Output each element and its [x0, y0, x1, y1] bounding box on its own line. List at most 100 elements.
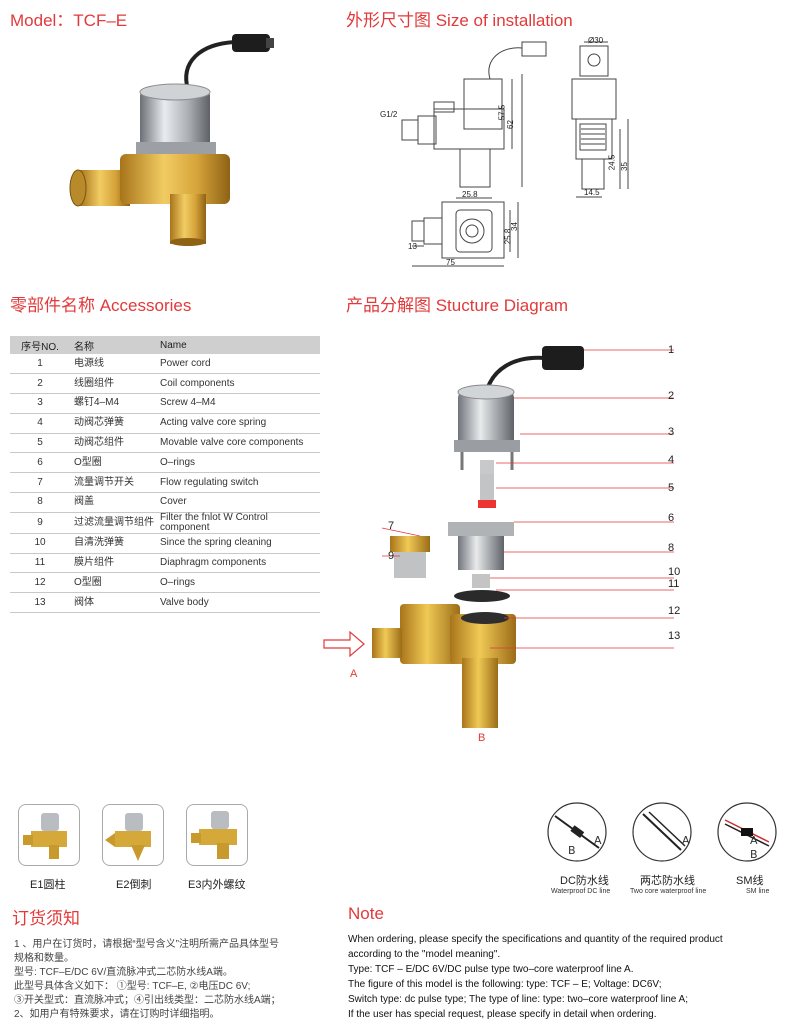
row-no: 13	[10, 592, 70, 614]
variant-e1-image	[18, 804, 80, 866]
wire3-a: A	[750, 834, 758, 847]
row-no: 3	[10, 393, 70, 414]
header-no: 序号NO.	[10, 336, 70, 354]
row-no: 2	[10, 373, 70, 395]
callout-3: 3	[668, 426, 675, 438]
flow-in-label: A	[350, 668, 358, 680]
note-line-5: Switch type: dc pulse type; The type of …	[348, 994, 688, 1005]
callout-9: 9	[388, 550, 395, 562]
row-name-en: O–rings	[156, 572, 320, 594]
dim-575: 57.5	[497, 104, 507, 121]
dim-258-side: 25.8	[503, 228, 513, 245]
row-name-cn: 流量调节开关	[70, 472, 156, 494]
row-name-en: O–rings	[156, 452, 320, 474]
variant-e1-label: E1圆柱	[30, 879, 66, 891]
row-no: 6	[10, 452, 70, 474]
wire1-a: A	[594, 834, 602, 847]
dim-245: 24.5	[607, 154, 617, 171]
wire1-sublabel: Waterproof DC line	[551, 888, 611, 895]
row-name-en: Since the spring cleaning	[156, 533, 320, 554]
order-line-4: 此型号具体含义如下： ①型号: TCF–E, ②电压DC 6V;	[14, 981, 251, 992]
note-line-1: When ordering, please specify the specif…	[348, 934, 723, 945]
variant-e3-image	[186, 804, 248, 866]
header-cn: 名称	[70, 336, 156, 354]
row-no: 8	[10, 492, 70, 513]
valve-photo	[69, 34, 274, 246]
note-line-2: according to the "model meaning".	[348, 949, 501, 960]
dim-34: 34	[509, 222, 519, 231]
wire2-sublabel: Two core waterproof line	[630, 888, 707, 895]
row-no: 11	[10, 553, 70, 574]
row-no: 12	[10, 572, 70, 594]
table-header-row: 序号NO. 名称 Name	[10, 336, 320, 354]
dim-75: 75	[446, 258, 455, 267]
dim-30: Ø30	[588, 36, 604, 45]
note-line-4: The figure of this model is the followin…	[348, 979, 662, 990]
callout-7: 7	[388, 520, 395, 532]
note-heading: Note	[348, 904, 384, 923]
wire3-label: SM线	[736, 875, 764, 887]
flow-out-label: B	[478, 732, 486, 744]
row-name-en: Power cord	[156, 354, 320, 375]
note-line-3: Type: TCF – E/DC 6V/DC pulse type two–co…	[348, 964, 634, 975]
structure-heading: 产品分解图 Stucture Diagram	[346, 296, 568, 315]
row-name-cn: 动阀芯组件	[70, 433, 156, 454]
callout-12: 12	[668, 605, 681, 617]
row-no: 1	[10, 354, 70, 375]
row-name-cn: 电源线	[70, 354, 156, 375]
wire3-sublabel: SM line	[746, 888, 770, 895]
row-name-cn: O型圈	[70, 452, 156, 474]
dim-62: 62	[505, 120, 515, 129]
dim-13: 13	[408, 242, 417, 251]
variant-e2-label: E2倒刺	[116, 879, 152, 891]
row-name-cn: 螺钉4–M4	[70, 393, 156, 414]
row-name-cn: 自清洗弹簧	[70, 533, 156, 554]
callout-13: 13	[668, 630, 681, 642]
wire2-a: A	[682, 834, 690, 847]
callout-6: 6	[668, 512, 675, 524]
row-name-en: Cover	[156, 492, 320, 513]
wire-types-icons	[547, 802, 777, 862]
callout-10: 10	[668, 566, 681, 578]
row-no: 10	[10, 533, 70, 554]
callout-5: 5	[668, 482, 675, 494]
callout-2: 2	[668, 390, 675, 402]
row-name-cn: 动阀芯弹簧	[70, 413, 156, 434]
wire2-label: 两芯防水线	[640, 875, 695, 887]
row-name-cn: 膜片组件	[70, 553, 156, 574]
row-name-en: Flow regulating switch	[156, 472, 320, 494]
order-heading: 订货须知	[12, 909, 80, 928]
row-name-cn: 阀盖	[70, 492, 156, 513]
order-line-3: 型号: TCF–E/DC 6V/直流脉冲式二芯防水线A端。	[14, 967, 233, 978]
variant-e2-image	[102, 804, 164, 866]
order-line-1: 1 、用户在订货时，请根据“型号含义”注明所需产品具体型号	[14, 939, 279, 950]
exploded-diagram	[323, 346, 674, 728]
callout-4: 4	[668, 454, 675, 466]
order-line-5: ③开关型式：直流脉冲式；④引出线类型：二芯防水线A端；	[14, 995, 281, 1006]
dim-145: 14.5	[584, 188, 600, 197]
row-name-cn: O型圈	[70, 572, 156, 594]
callout-8: 8	[668, 542, 675, 554]
row-name-en: Screw 4–M4	[156, 393, 320, 414]
row-no: 9	[10, 512, 70, 534]
wire1-label: DC防水线	[560, 875, 609, 887]
installation-heading: 外形尺寸图 Size of installation	[346, 11, 573, 30]
callout-11: 11	[668, 578, 680, 590]
dim-g12: G1/2	[380, 110, 398, 119]
order-line-2: 规格和数量。	[14, 953, 74, 964]
row-name-cn: 线圈组件	[70, 373, 156, 395]
row-name-en: Filter the fnlot W Control component	[156, 512, 320, 534]
callout-1: 1	[668, 344, 675, 356]
note-line-6: If the user has special request, please …	[348, 1009, 657, 1020]
dim-35: 35	[619, 162, 629, 171]
row-name-en: Valve body	[156, 592, 320, 614]
